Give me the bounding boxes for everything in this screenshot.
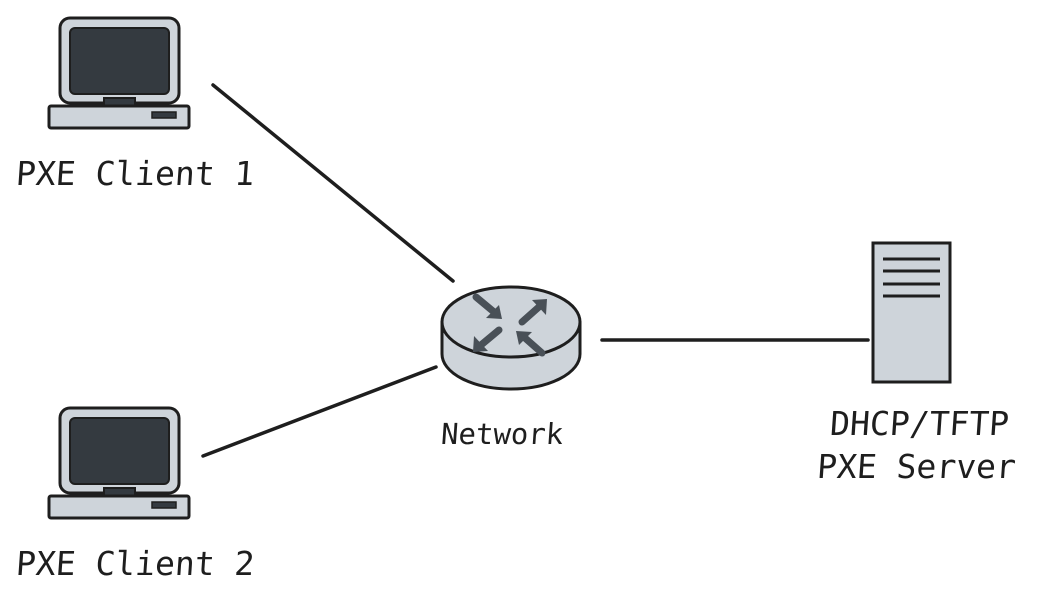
server-tower-icon bbox=[871, 241, 952, 384]
desktop-computer-icon bbox=[47, 16, 191, 130]
client-1-label: PXE Client 1 bbox=[14, 154, 256, 193]
server-label-line-1: DHCP/TFTP bbox=[828, 404, 1011, 443]
desktop-computer-icon bbox=[47, 406, 191, 520]
network-label: Network bbox=[439, 417, 565, 451]
router-icon bbox=[440, 285, 582, 391]
edge-client-2-network bbox=[201, 365, 438, 458]
server-label: DHCP/TFTP PXE Server bbox=[785, 403, 1051, 489]
client-2-label: PXE Client 2 bbox=[14, 544, 256, 583]
edge-client-1-network bbox=[211, 83, 455, 283]
server-label-line-2: PXE Server bbox=[815, 446, 1018, 486]
